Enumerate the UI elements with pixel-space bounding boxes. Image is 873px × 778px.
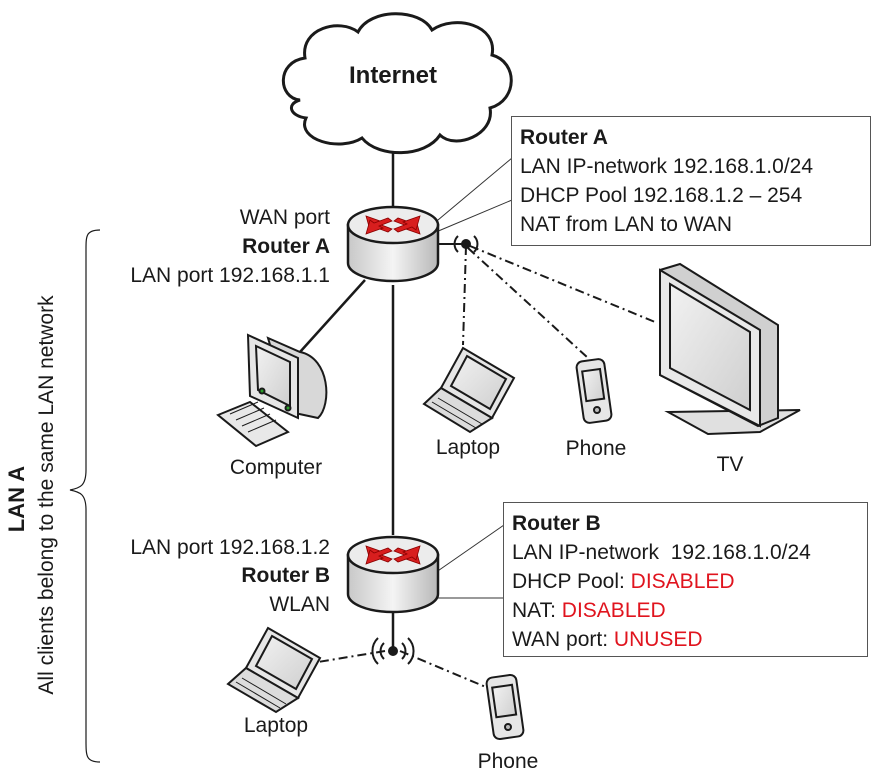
router-a-antenna bbox=[438, 235, 479, 253]
router-b-nat-row: NAT: DISABLED bbox=[512, 596, 859, 625]
internet-label: Internet bbox=[348, 62, 437, 89]
phone-b-icon bbox=[485, 673, 525, 741]
router-b-callout-leader bbox=[431, 524, 505, 576]
router-b-dhcp-status: DISABLED bbox=[630, 570, 735, 593]
router-b-icon bbox=[346, 535, 440, 614]
laptop-b-icon bbox=[226, 626, 322, 714]
router-a-nat: NAT from LAN to WAN bbox=[520, 213, 732, 236]
router-b-nat-label: NAT: bbox=[512, 599, 562, 622]
lan-brace bbox=[69, 229, 101, 763]
laptop-b-label: Laptop bbox=[243, 714, 309, 737]
router-a-icon bbox=[346, 205, 440, 283]
router-b-antenna bbox=[371, 637, 415, 665]
router-a-arrows bbox=[365, 215, 421, 235]
router-a-lan-network: LAN IP-network 192.168.1.0/24 bbox=[520, 155, 814, 178]
router-b-wlan-label: WLAN bbox=[269, 593, 330, 616]
connections bbox=[299, 152, 395, 648]
router-b-nat-status: DISABLED bbox=[561, 599, 666, 622]
router-b-dhcp-label: DHCP Pool: bbox=[512, 570, 631, 593]
router-a-to-computer-link bbox=[299, 279, 366, 353]
computer-icon bbox=[216, 333, 328, 448]
wireless-links bbox=[317, 245, 656, 691]
callout-leaders bbox=[431, 157, 513, 599]
router-b-wan-label: WAN port: bbox=[512, 628, 614, 651]
router-b-lan-port-label: LAN port 192.168.1.2 bbox=[130, 536, 330, 559]
tv-label: TV bbox=[716, 453, 744, 476]
wifi-link-phone-b bbox=[399, 650, 494, 691]
laptop-a-icon bbox=[422, 346, 516, 434]
wifi-link-laptop-b bbox=[317, 650, 386, 663]
router-a-info-title: Router A bbox=[520, 126, 608, 149]
router-a-callout-leader bbox=[435, 199, 513, 233]
computer-label: Computer bbox=[229, 456, 323, 479]
router-b-arrows bbox=[365, 545, 421, 565]
router-a-name-label: Router A bbox=[242, 235, 330, 258]
router-a-callout-leader bbox=[431, 157, 513, 226]
router-b-name-label: Router B bbox=[241, 564, 330, 587]
router-b-lan-network: LAN IP-network 192.168.1.0/24 bbox=[512, 541, 811, 564]
laptop-a-label: Laptop bbox=[435, 436, 501, 459]
phone-b-label: Phone bbox=[477, 750, 539, 773]
router-b-dhcp-row: DHCP Pool: DISABLED bbox=[512, 567, 859, 596]
phone-a-label: Phone bbox=[565, 437, 627, 460]
wifi-link-laptop-a bbox=[462, 245, 467, 346]
wifi-link-tv bbox=[469, 245, 656, 323]
router-a-info-box: Router A LAN IP-network 192.168.1.0/24 D… bbox=[511, 116, 871, 246]
lan-group-title: LAN A bbox=[4, 465, 29, 533]
router-b-info-box: Router B LAN IP-network 192.168.1.0/24 D… bbox=[503, 502, 868, 657]
internet-cloud bbox=[281, 12, 513, 155]
router-a-wan-port-label: WAN port bbox=[239, 206, 330, 229]
router-b-wan-row: WAN port: UNUSED bbox=[512, 625, 859, 654]
router-b-info-title: Router B bbox=[512, 512, 601, 535]
phone-a-icon bbox=[575, 358, 613, 424]
tv-icon bbox=[659, 262, 801, 436]
router-b-wan-status: UNUSED bbox=[613, 628, 703, 651]
router-a-lan-port-label: LAN port 192.168.1.1 bbox=[130, 264, 330, 287]
lan-group-subtitle: All clients belong to the same LAN netwo… bbox=[35, 295, 58, 695]
router-a-dhcp-pool: DHCP Pool 192.168.1.2 – 254 bbox=[520, 184, 803, 207]
wifi-link-phone-a bbox=[467, 247, 589, 359]
